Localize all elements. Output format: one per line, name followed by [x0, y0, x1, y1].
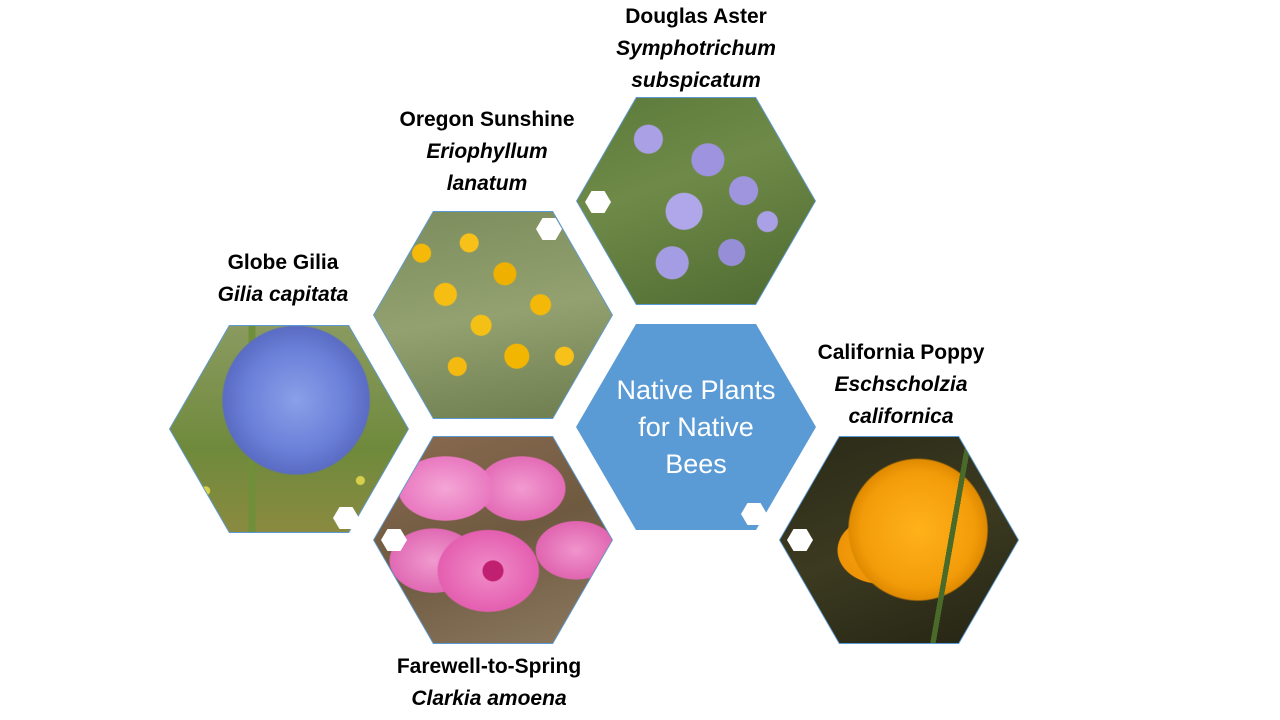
common-name: Douglas Aster: [625, 5, 767, 28]
decorative-hexagon-icon: [741, 503, 767, 525]
california-poppy-label: California Poppy Eschscholzia californic…: [771, 337, 1031, 433]
common-name: California Poppy: [817, 341, 985, 364]
decorative-hexagon-icon: [585, 191, 611, 213]
scientific-name: Eschscholzia: [834, 373, 968, 396]
globe-gilia-photo: [170, 326, 408, 532]
decorative-hexagon-icon: [333, 507, 359, 529]
common-name: Farewell-to-Spring: [396, 655, 582, 678]
decorative-hexagon-icon: [787, 529, 813, 551]
california-poppy-photo: [780, 437, 1018, 643]
scientific-name: Clarkia amoena: [411, 687, 567, 710]
globe-gilia-label: Globe Gilia Gilia capitata: [153, 247, 413, 311]
scientific-name: Symphotrichum: [616, 37, 776, 60]
oregon-sunshine-label: Oregon Sunshine Eriophyllum lanatum: [357, 104, 617, 200]
farewell-to-spring-label: Farewell-to-Spring Clarkia amoena: [359, 651, 619, 715]
scientific-name: Gilia capitata: [217, 283, 349, 306]
common-name: Oregon Sunshine: [399, 108, 575, 131]
center-title-container: Native Plants for Native Bees: [576, 324, 816, 530]
decorative-hexagon-icon: [536, 218, 562, 240]
douglas-aster-label: Douglas Aster Symphotrichum subspicatum: [566, 1, 826, 97]
scientific-name: Eriophyllum: [426, 140, 548, 163]
common-name: Globe Gilia: [227, 251, 339, 274]
center-title: Native Plants for Native Bees: [616, 374, 776, 479]
scientific-name: subspicatum: [631, 69, 761, 92]
douglas-aster-photo: [577, 98, 815, 304]
scientific-name: californica: [848, 405, 954, 428]
center-hexagon: [576, 324, 816, 530]
scientific-name: lanatum: [446, 172, 528, 195]
decorative-hexagon-icon: [381, 529, 407, 551]
